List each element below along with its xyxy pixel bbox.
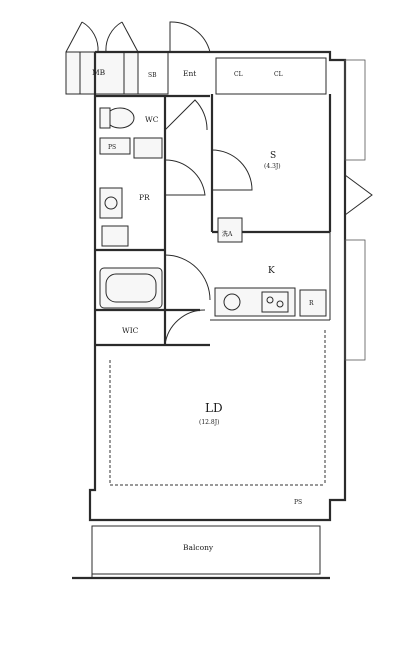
label-wc: WC <box>145 115 159 124</box>
label-pr: PR <box>139 193 150 202</box>
label-k: K <box>268 266 275 276</box>
toilet-fixture <box>99 107 135 129</box>
label-ps: PS <box>108 144 116 151</box>
washing-machine <box>101 217 243 247</box>
entrance-door <box>169 21 211 53</box>
label-wm: 洗A <box>222 230 233 238</box>
label-ld: LD <box>205 401 223 415</box>
label-sb: SB <box>148 72 157 79</box>
interior-walls <box>95 94 332 486</box>
label-wic: WIC <box>122 326 139 335</box>
label-ps-2: PS <box>294 499 302 506</box>
label-s: S <box>270 151 276 161</box>
ps-box <box>99 137 163 159</box>
bathtub <box>99 267 163 309</box>
label-r: R <box>309 300 314 307</box>
label-s-area: (4.3J) <box>264 163 281 170</box>
balcony <box>72 525 330 580</box>
outer-walls <box>88 50 373 522</box>
label-ent: Ent <box>183 69 196 78</box>
label-balcony: Balcony <box>183 543 214 552</box>
label-ld-area: (12.8J) <box>199 419 219 426</box>
label-cl-1: CL <box>234 71 243 78</box>
kitchen-counter <box>214 287 327 317</box>
meter-box <box>65 21 139 95</box>
interior-doors <box>164 99 253 346</box>
label-mb: MB <box>92 68 106 77</box>
label-cl-2: CL <box>274 71 283 78</box>
washbasin <box>99 187 123 219</box>
